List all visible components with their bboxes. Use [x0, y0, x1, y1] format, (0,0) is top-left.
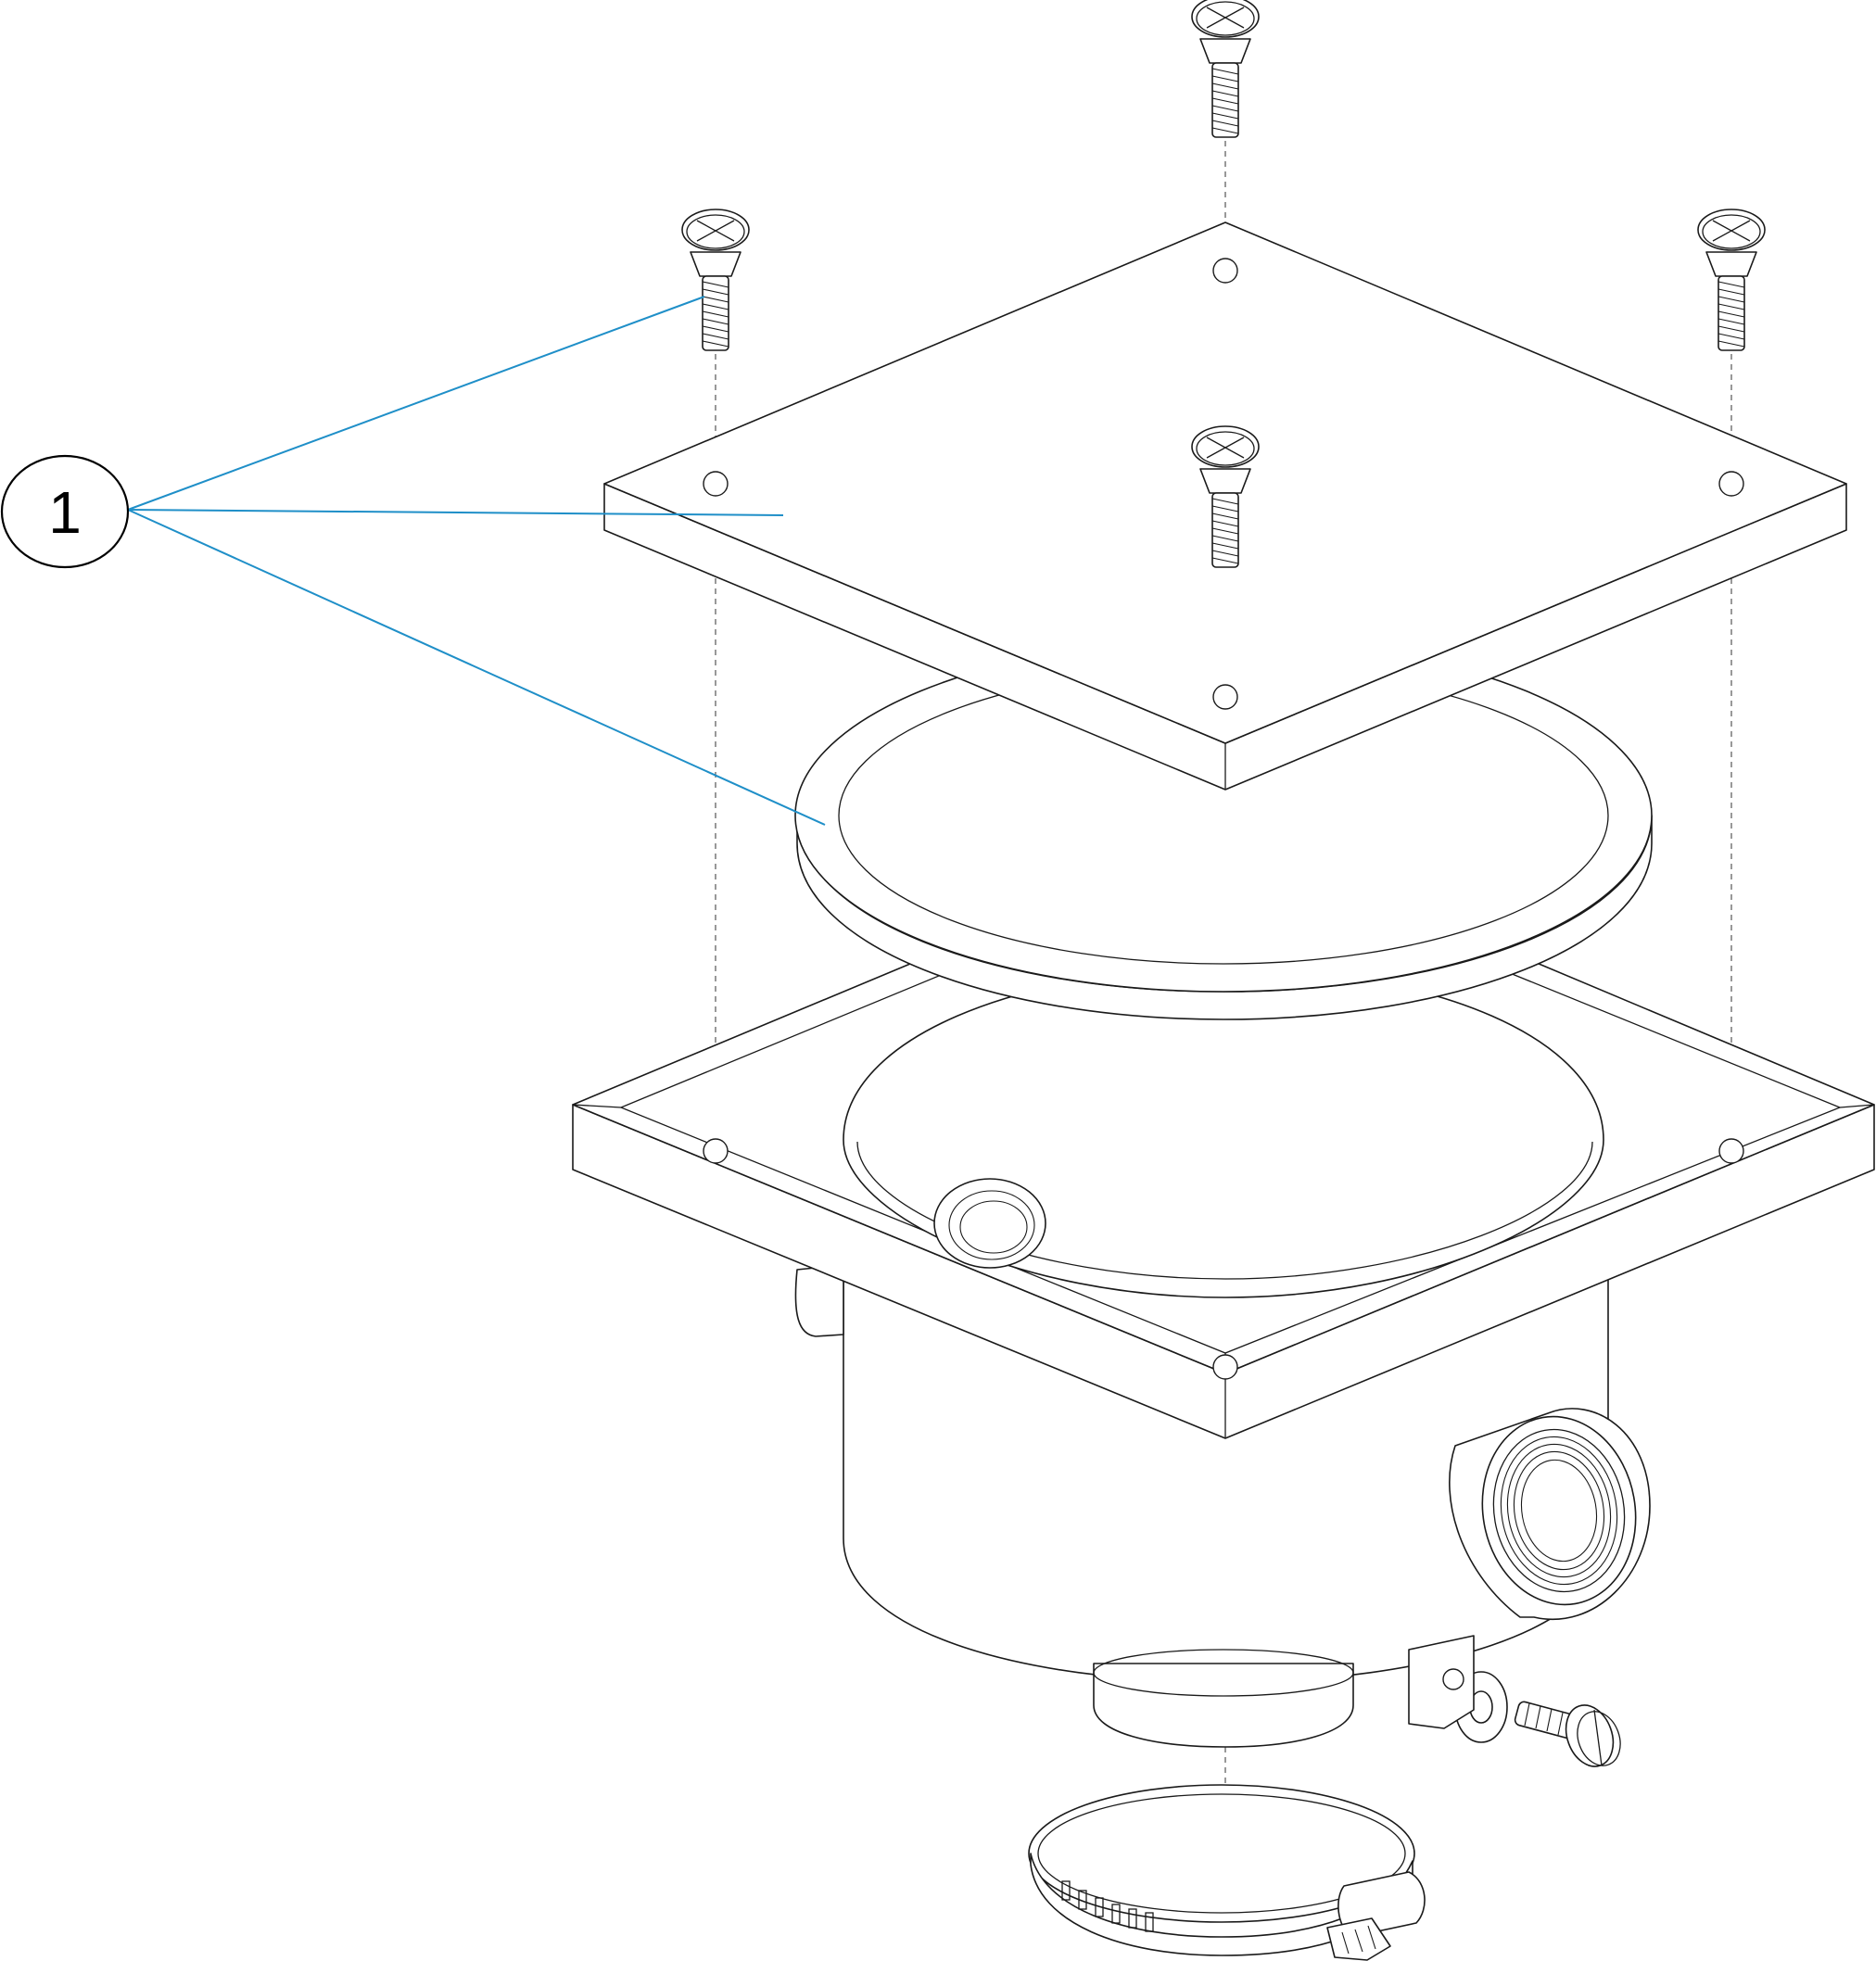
leader-to-ring: [127, 509, 826, 826]
callout-bubble: 1: [0, 454, 130, 569]
flange-frame: [572, 831, 1875, 1439]
clamp-slots: [1061, 1880, 1154, 1932]
callout-leaders: [127, 296, 826, 826]
callout-number: 1: [48, 479, 82, 546]
slotted-screw: [1514, 1701, 1621, 1767]
leader-to-screw: [127, 296, 705, 511]
housing-body: [794, 1264, 1651, 1748]
hose-clamp: [1028, 1784, 1426, 1961]
leader-to-plate: [127, 509, 784, 516]
